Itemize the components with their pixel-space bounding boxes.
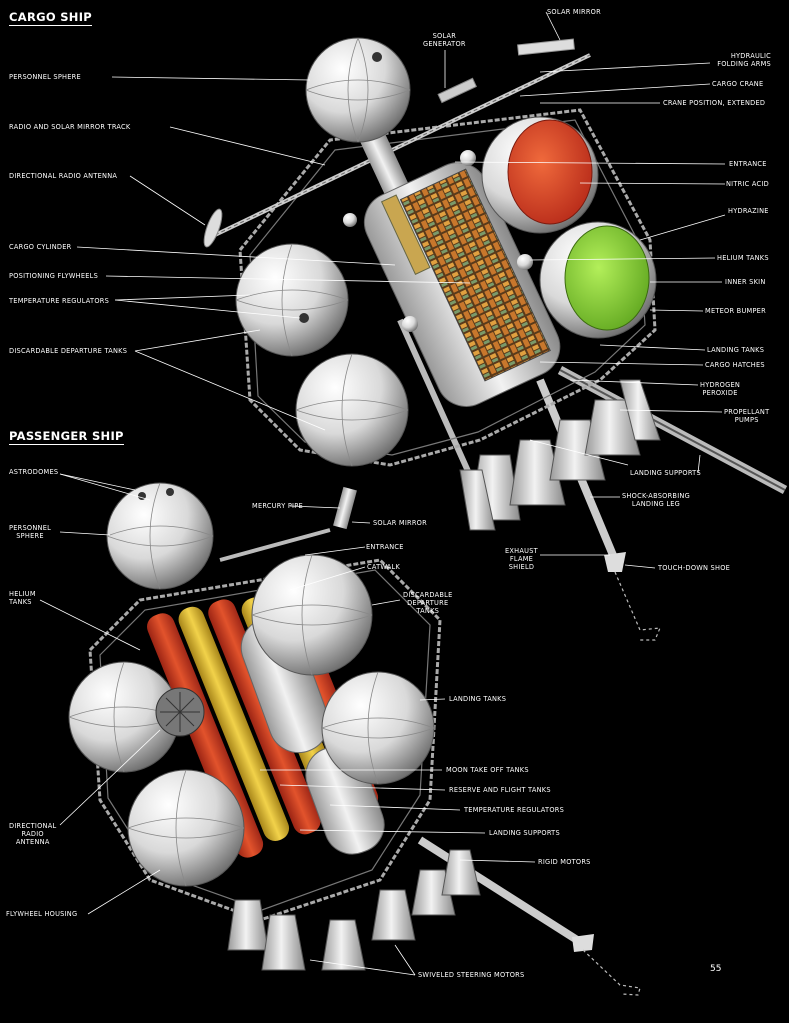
- label-touch-down-shoe: TOUCH-DOWN SHOE: [658, 564, 731, 572]
- label-cargo-crane: CARGO CRANE: [712, 80, 764, 88]
- label-inner-skin: INNER SKIN: [725, 278, 766, 286]
- cargo-ship-title: CARGO SHIP: [9, 10, 93, 26]
- label-nitric-acid: NITRIC ACID: [726, 180, 769, 188]
- label-propellant-pumps: PROPELLANT PUMPS: [724, 408, 770, 424]
- label-astrodomes: ASTRODOMES: [9, 468, 59, 476]
- label-hydraulic-folding-arms: HYDRAULIC FOLDING ARMS: [717, 52, 771, 68]
- label-shock-absorbing-landing-leg: SHOCK-ABSORBING LANDING LEG: [622, 492, 690, 508]
- label-directional-radio-antenna: DIRECTIONAL RADIO ANTENNA: [9, 172, 118, 180]
- label-personnel-sphere: PERSONNEL SPHERE: [9, 73, 81, 81]
- label-temperature-regulators: TEMPERATURE REGULATORS: [9, 297, 110, 305]
- label-meteor-bumper: METEOR BUMPER: [705, 307, 766, 315]
- label-personnel-sphere-passenger: PERSONNEL SPHERE: [9, 524, 52, 540]
- leader-lines: [39, 11, 726, 976]
- label-mercury-pipe: MERCURY PIPE: [252, 502, 303, 510]
- label-catwalk: CATWALK: [367, 563, 401, 571]
- label-cargo-cylinder: CARGO CYLINDER: [9, 243, 72, 251]
- label-reserve-and-flight-tanks: RESERVE AND FLIGHT TANKS: [449, 786, 551, 794]
- label-hydrazine: HYDRAZINE: [728, 207, 769, 215]
- label-landing-supports-passenger: LANDING SUPPORTS: [489, 829, 560, 837]
- label-solar-mirror: SOLAR MIRROR: [547, 8, 601, 16]
- label-crane-position-extended: CRANE POSITION, EXTENDED: [663, 99, 766, 107]
- label-radio-solar-mirror-track: RADIO AND SOLAR MIRROR TRACK: [9, 123, 131, 131]
- label-cargo-hatches: CARGO HATCHES: [705, 361, 765, 369]
- label-landing-tanks-passenger: LANDING TANKS: [449, 695, 507, 703]
- label-solar-generator: SOLAR GENERATOR: [423, 32, 466, 48]
- label-discardable-departure-tanks: DISCARDABLE DEPARTURE TANKS: [9, 347, 128, 355]
- label-helium-tanks: HELIUM TANKS: [717, 254, 769, 262]
- label-landing-supports: LANDING SUPPORTS: [630, 469, 701, 477]
- label-positioning-flywheels: POSITIONING FLYWHEELS: [9, 272, 99, 280]
- page-number: 55: [710, 964, 722, 974]
- label-hydrogen-peroxide: HYDROGEN PEROXIDE: [700, 381, 741, 397]
- label-rigid-motors: RIGID MOTORS: [538, 858, 591, 866]
- label-entrance-passenger: ENTRANCE: [366, 543, 404, 551]
- passenger-ship-title: PASSENGER SHIP: [9, 429, 124, 445]
- label-directional-radio-antenna-passenger: DIRECTIONAL RADIO ANTENNA: [9, 822, 57, 846]
- label-landing-tanks: LANDING TANKS: [707, 346, 765, 354]
- label-swiveled-steering-motors: SWIVELED STEERING MOTORS: [418, 971, 525, 979]
- passenger-ship-drawing: [68, 482, 641, 996]
- label-helium-tanks-passenger: HELIUM TANKS: [9, 590, 36, 606]
- label-exhaust-flame-shield: EXHAUST FLAME SHIELD: [505, 547, 538, 571]
- label-entrance: ENTRANCE: [729, 160, 767, 168]
- label-flywheel-housing: FLYWHEEL HOUSING: [6, 910, 78, 918]
- label-moon-take-off-tanks: MOON TAKE OFF TANKS: [446, 766, 529, 774]
- label-temperature-regulators-passenger: TEMPERATURE REGULATORS: [464, 806, 565, 814]
- label-solar-mirror-passenger: SOLAR MIRROR: [373, 519, 427, 527]
- cargo-ship-drawing: [203, 37, 788, 641]
- label-discardable-departure-tanks-passenger: DISCARDABLE DEPARTURE TANKS: [403, 591, 453, 615]
